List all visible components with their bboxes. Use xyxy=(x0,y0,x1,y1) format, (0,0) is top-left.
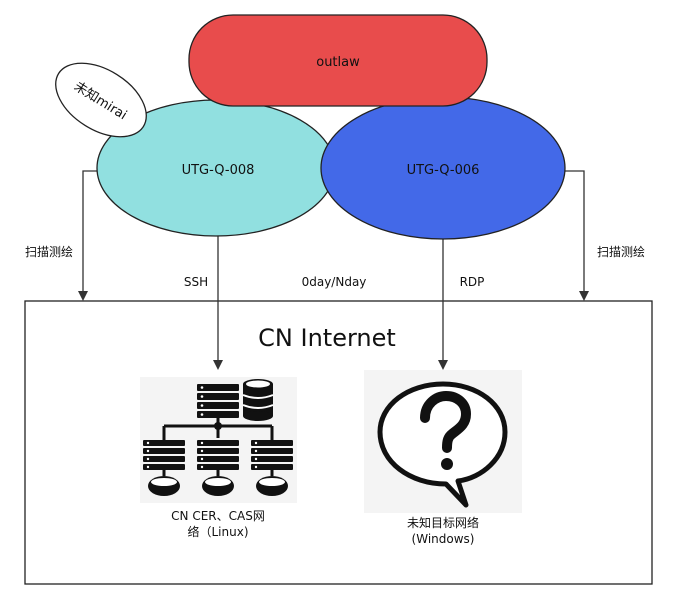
rdp-label: RDP xyxy=(460,275,485,289)
outlaw-node xyxy=(188,14,488,107)
windows-target-label-line2: (Windows) xyxy=(412,532,475,546)
utg-q-008-label: UTG-Q-008 xyxy=(182,163,255,178)
utg-q-006-label: UTG-Q-006 xyxy=(407,163,480,178)
linux-target-label-line1: CN CER、CAS网 xyxy=(171,509,265,523)
right-scan-edge xyxy=(565,170,589,301)
zero-day-label: 0day/Nday xyxy=(302,275,367,289)
left-scan-edge xyxy=(78,170,97,301)
windows-target-label-line1: 未知目标网络 xyxy=(407,515,479,530)
cn-internet-title: CN Internet xyxy=(258,324,396,352)
question-bubble-icon xyxy=(364,370,522,513)
mirai-node: 未知mirai xyxy=(55,62,147,138)
outlaw-label: outlaw xyxy=(316,55,360,70)
ssh-label: SSH xyxy=(184,275,208,289)
left-scan-label: 扫描测绘 xyxy=(25,244,73,259)
linux-target-label-line2: 络（Linux) xyxy=(187,524,248,539)
cn-internet-region xyxy=(24,300,653,585)
right-scan-label: 扫描测绘 xyxy=(597,244,645,259)
network-servers-icon xyxy=(140,377,297,503)
